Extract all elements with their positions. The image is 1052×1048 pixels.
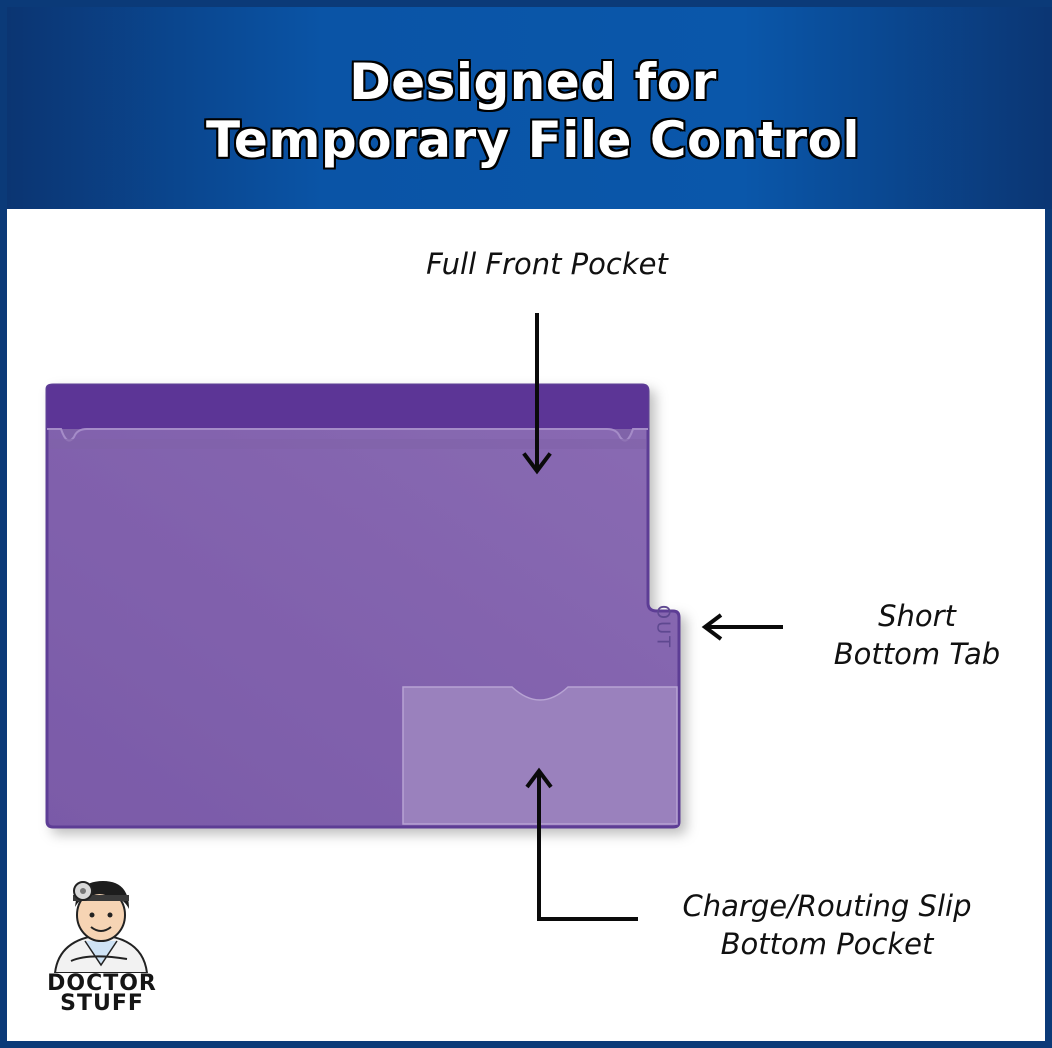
label-charge-routing-slip: Charge/Routing Slip Bottom Pocket <box>647 887 1007 963</box>
folder-illustration: OUT <box>45 313 783 921</box>
arrow-short-tab <box>701 613 783 641</box>
logo-text-doctor: DOCTOR <box>47 971 157 996</box>
doctor-mascot-icon <box>53 881 149 974</box>
out-tab-text: OUT <box>653 605 674 649</box>
label-slip-line-1: Charge/Routing Slip <box>682 889 972 923</box>
title-banner: Designed for Temporary File Control <box>7 7 1052 209</box>
label-short-bottom-tab: Short Bottom Tab <box>807 597 1027 673</box>
slip-pocket <box>402 686 678 825</box>
label-full-front-pocket: Full Front Pocket <box>426 247 668 281</box>
label-tab-line-2: Bottom Tab <box>833 637 1001 671</box>
page-title-line-2: Temporary File Control <box>205 111 861 169</box>
folder-top-band <box>47 385 648 429</box>
arrow-front-pocket <box>522 313 552 475</box>
arrow-slip-pocket <box>525 767 638 921</box>
doctor-stuff-logo: DOCTOR STUFF <box>37 869 167 1019</box>
label-slip-line-2: Bottom Pocket <box>720 927 934 961</box>
label-tab-line-1: Short <box>878 599 956 633</box>
page-title-line-1: Designed for <box>349 53 717 111</box>
logo-text-stuff: STUFF <box>60 991 144 1016</box>
